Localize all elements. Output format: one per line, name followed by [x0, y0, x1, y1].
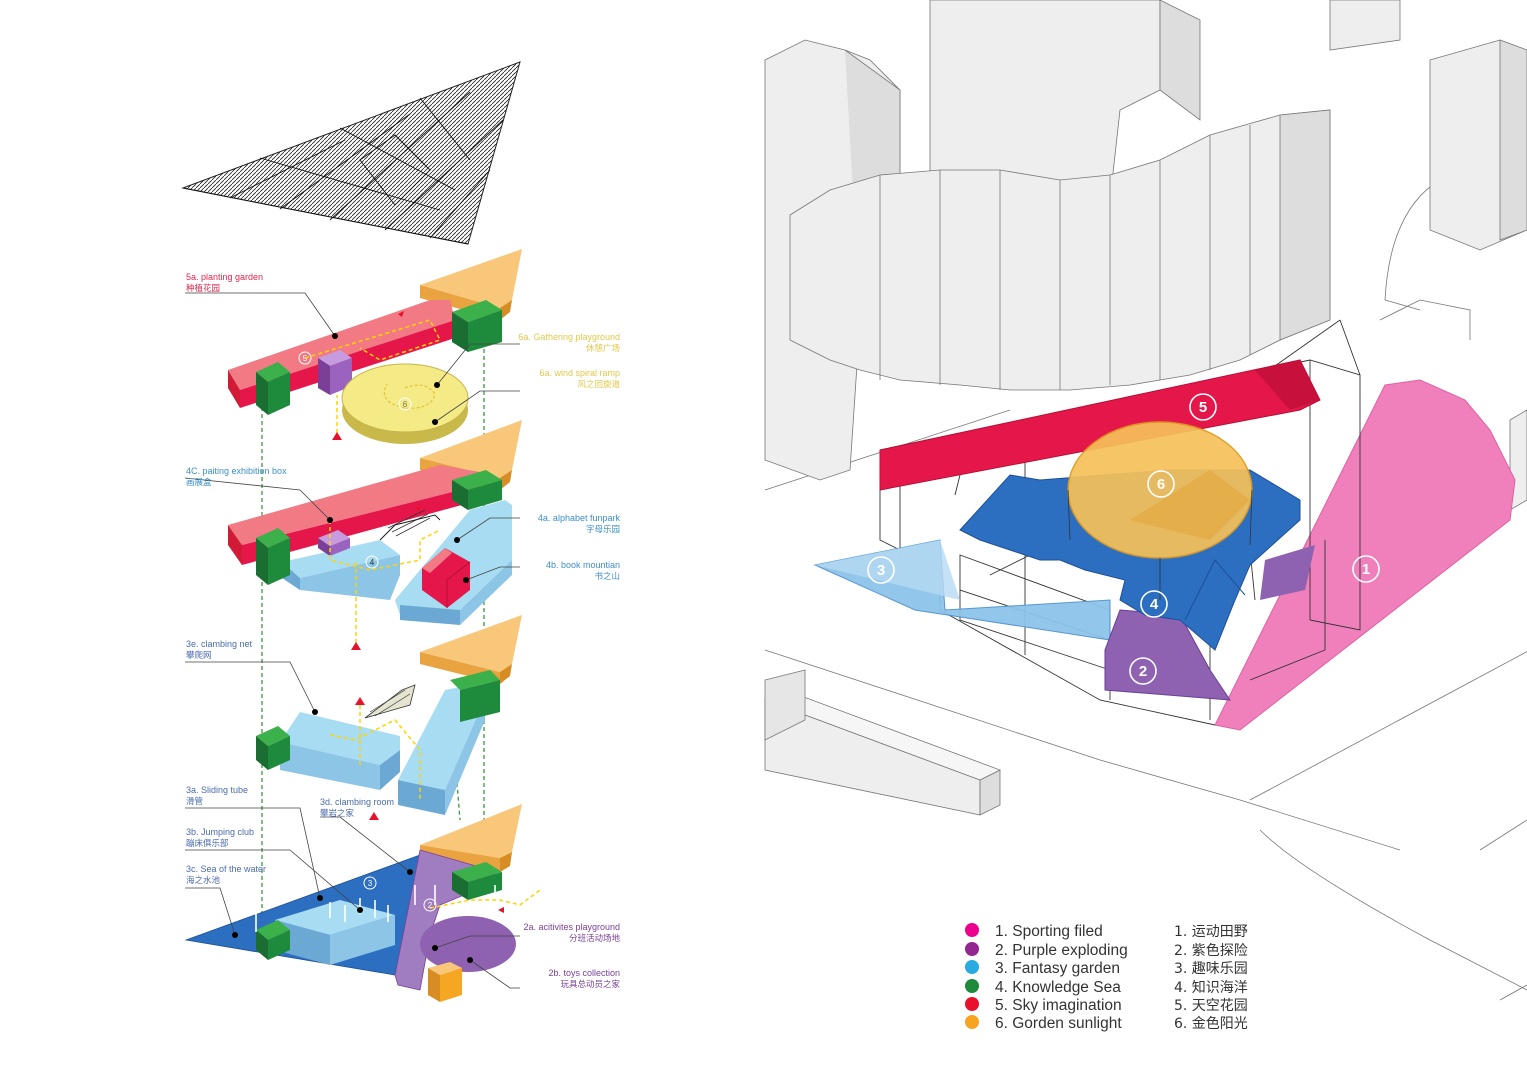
main-building-axonometric: 1 2 3 4 5 6 — [813, 319, 1516, 731]
layer-number-6: 6 — [403, 400, 408, 409]
context-buildings — [763, 0, 1527, 1001]
label-6b-en: 6a. wind spiral ramp — [539, 368, 620, 378]
legend-cn-2: 2. 紫色探险 — [1174, 942, 1248, 959]
label-6a-en: 6a. Gathering playground — [518, 332, 620, 342]
label-2b-en: 2b. toys collection — [548, 968, 620, 978]
label-3d-en: 3d. clambing room — [320, 797, 394, 807]
label-4b-cn: 书之山 — [594, 571, 620, 582]
label-2a-en: 2a. acitivites playground — [523, 922, 620, 932]
legend-label-1: 1. Sporting filed — [995, 923, 1103, 940]
layer-number-2: 2 — [428, 901, 433, 910]
map-number-3: 3 — [877, 562, 885, 579]
label-3b-cn: 蹦床俱乐部 — [186, 838, 229, 849]
legend-label-4: 4. Knowledge Sea — [995, 979, 1121, 996]
label-2a-cn: 分班活动场地 — [569, 933, 621, 944]
label-6a-cn: 休憩广场 — [586, 343, 620, 354]
label-3a-cn: 滑管 — [186, 796, 203, 807]
legend-swatch-3 — [965, 960, 979, 974]
label-4b-en: 4b. book mountian — [546, 560, 620, 570]
legend-swatch-6 — [965, 1015, 979, 1029]
legend-label-5: 5. Sky imagination — [995, 997, 1122, 1014]
level-2-base: 3 2 — [184, 804, 541, 1002]
label-3c-en: 3c. Sea of the water — [186, 864, 266, 874]
legend-label-2: 2. Purple exploding — [995, 942, 1128, 959]
label-3a-en: 3a. Sliding tube — [186, 785, 248, 795]
label-2b-cn: 玩具总动员之家 — [560, 979, 620, 990]
legend-cn-5: 5. 天空花园 — [1174, 998, 1248, 1014]
layer-number-5: 5 — [303, 354, 308, 363]
label-3c-cn: 海之水池 — [186, 875, 221, 886]
legend-label-6: 6. Gorden sunlight — [995, 1015, 1122, 1032]
leader-lines — [184, 292, 520, 989]
label-3b-en: 3b. Jumping club — [186, 827, 254, 837]
legend-swatch-4 — [965, 979, 979, 993]
label-4a-cn: 字母乐园 — [586, 524, 620, 535]
label-3d-cn: 攀岩之家 — [320, 808, 355, 819]
label-4c-en: 4C. paiting exhibition box — [186, 466, 287, 476]
legend-cn-3: 3. 趣味乐园 — [1174, 961, 1248, 977]
label-5a-cn: 种植花园 — [186, 283, 220, 294]
level-5-6: 5 6 — [228, 249, 522, 444]
sky-imagination-area — [879, 359, 1321, 491]
map-number-4: 4 — [1150, 596, 1159, 613]
level-3 — [256, 615, 522, 820]
legend-cn-1: 1. 运动田野 — [1174, 924, 1248, 940]
map-number-5: 5 — [1199, 399, 1207, 416]
legend-swatch-5 — [965, 997, 979, 1011]
map-number-2: 2 — [1139, 663, 1147, 680]
label-4a-en: 4a. alphabet funpark — [538, 513, 621, 523]
map-number-1: 1 — [1362, 561, 1370, 578]
map-number-6: 6 — [1157, 476, 1165, 493]
legend-cn-6: 6. 金色阳光 — [1174, 1015, 1248, 1032]
label-5a-en: 5a. planting garden — [186, 272, 263, 282]
leader-dots — [232, 333, 473, 963]
sporting-field-area — [1214, 379, 1516, 731]
level-4: 4 — [228, 420, 522, 650]
legend: 1. Sporting filed 2. Purple exploding 3.… — [965, 923, 1248, 1032]
label-3e-cn: 攀爬网 — [186, 650, 212, 661]
roof-mesh-layer — [181, 61, 521, 245]
legend-label-3: 3. Fantasy garden — [995, 960, 1120, 977]
label-4c-cn: 画展盒 — [186, 477, 212, 488]
layer-labels: 5a. planting garden 种植花园 6a. Gathering p… — [186, 272, 620, 990]
legend-swatch-1 — [965, 923, 979, 937]
layer-number-3: 3 — [368, 879, 373, 888]
legend-cn-4: 4. 知识海洋 — [1174, 979, 1248, 996]
legend-swatch-2 — [965, 942, 979, 956]
label-3e-en: 3e. clambing net — [186, 639, 253, 649]
layer-number-4: 4 — [370, 558, 375, 567]
label-6b-cn: 风之回旋道 — [577, 379, 620, 390]
